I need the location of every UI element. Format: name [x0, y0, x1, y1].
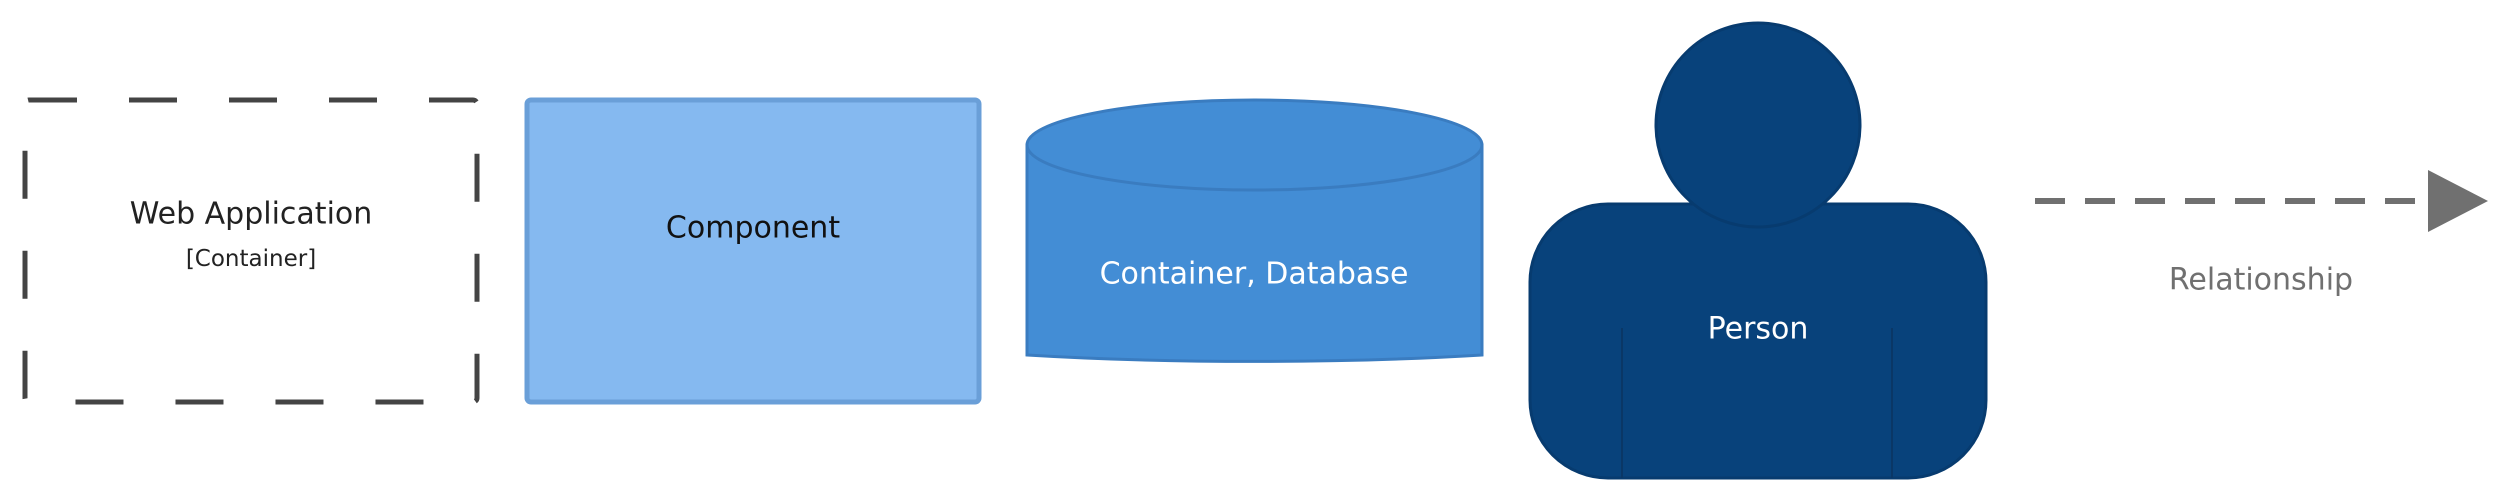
- database-title: Container, Database: [1099, 256, 1409, 292]
- component-title: Component: [665, 210, 841, 246]
- database-cylinder[interactable]: [1025, 98, 1484, 363]
- database-cylinder-body: [1025, 143, 1484, 363]
- component-box[interactable]: [524, 97, 982, 405]
- relationship-arrow[interactable]: [2035, 170, 2488, 232]
- web-application-subtitle: [Container]: [185, 246, 317, 272]
- person-head: [1654, 21, 1862, 229]
- web-application-box[interactable]: [22, 97, 480, 405]
- person-shape[interactable]: [1528, 21, 1988, 480]
- database-cylinder-top: [1025, 98, 1484, 192]
- relationship-arrowhead: [2428, 170, 2488, 232]
- relationship-title: Relationship: [2168, 262, 2354, 298]
- person-title: Person: [1707, 311, 1809, 347]
- web-application-title: Web Application: [129, 196, 373, 232]
